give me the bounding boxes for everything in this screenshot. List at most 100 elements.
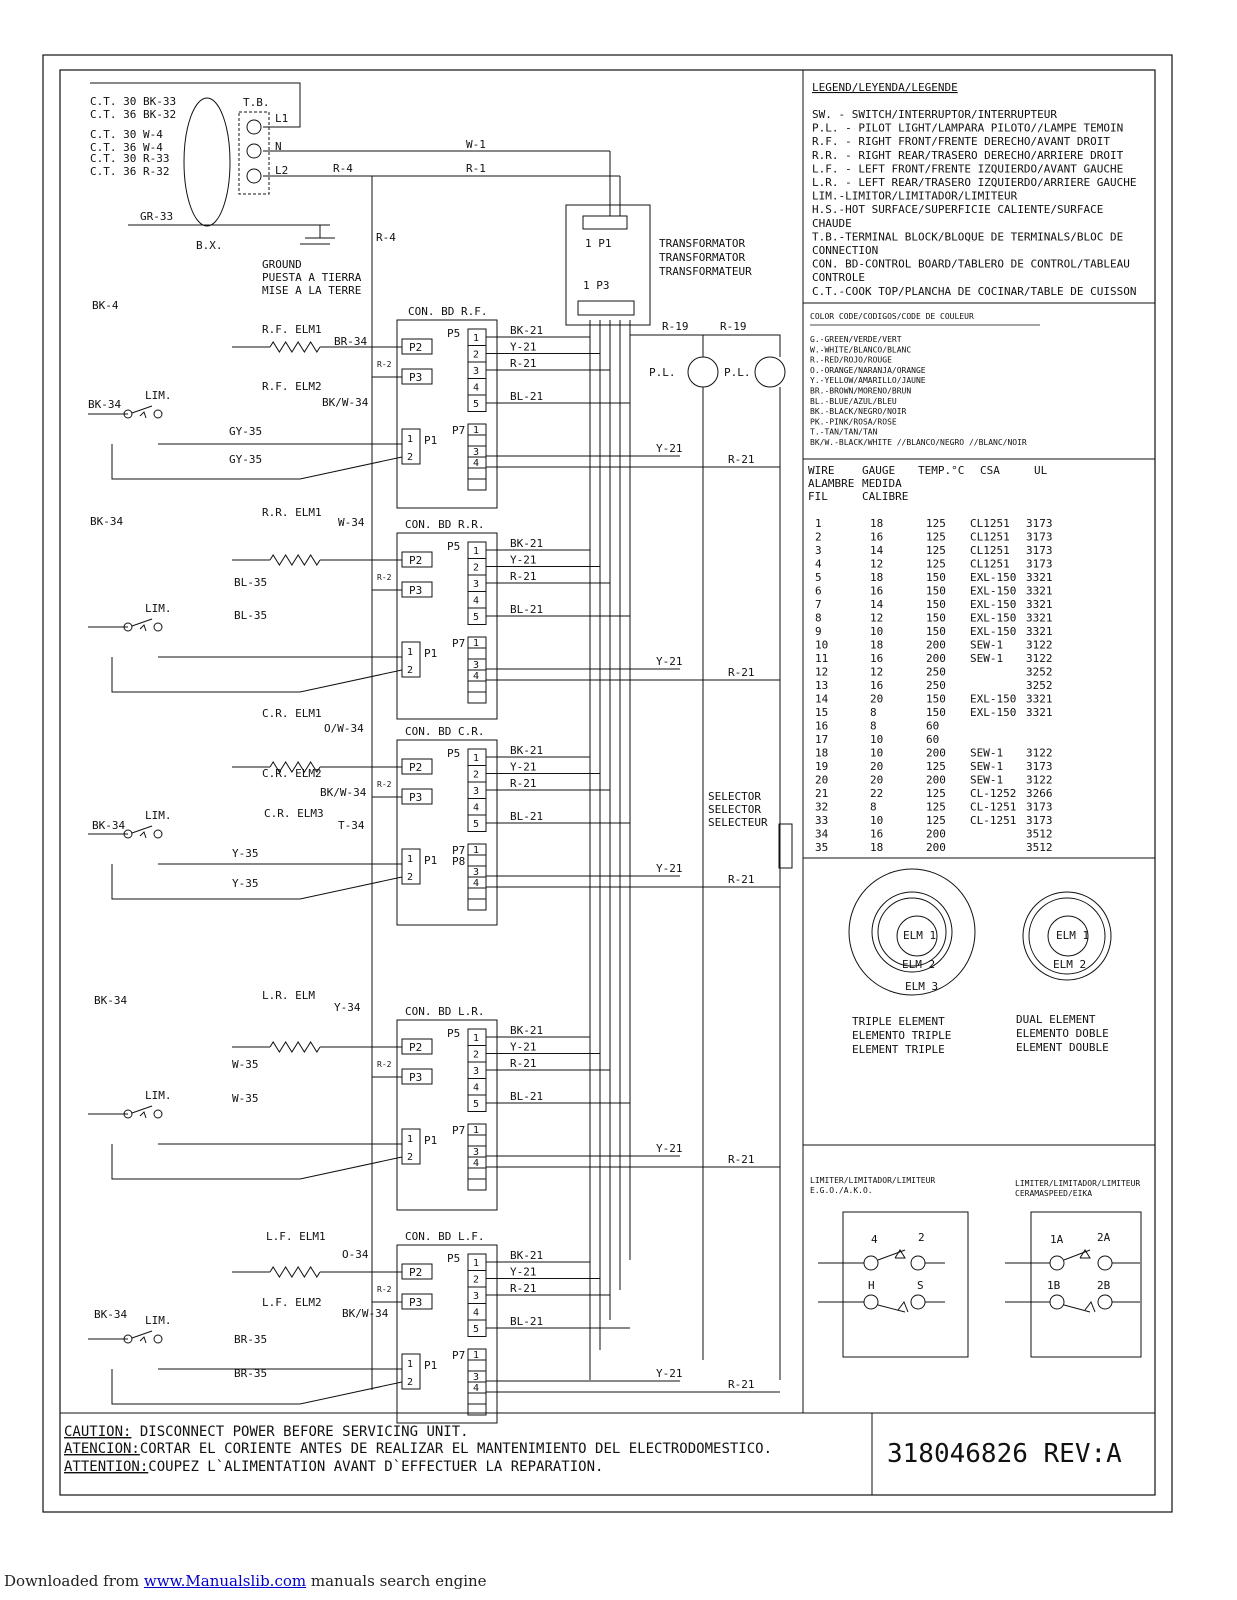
heating-element-resistor [269, 1266, 321, 1278]
pin-number: 1 [407, 1134, 413, 1145]
wire-table-header: WIRE [808, 464, 835, 477]
p7-label: P7 [452, 1124, 465, 1137]
wire-table-cell: 32 [815, 801, 828, 814]
svg-text:C.T. 36 BK-32: C.T. 36 BK-32 [90, 108, 176, 121]
wire-table-cell: 3512 [1026, 841, 1053, 854]
svg-text:ATTENTION:COUPEZ L`ALIMENTATIO: ATTENTION:COUPEZ L`ALIMENTATION AVANT D`… [64, 1459, 603, 1475]
wire-table-cell: 3173 [1026, 760, 1053, 773]
wire-label: Y-35 [232, 847, 259, 860]
wire-table-cell: SEW-1 [970, 652, 1003, 665]
svg-text:C.T. 36 W-4: C.T. 36 W-4 [90, 141, 163, 154]
heating-element-resistor [269, 341, 321, 353]
transformer: 1 P1 1 P3 TRANSFORMATOR TRANSFORMATOR TR… [565, 151, 752, 326]
wire-label: W-34 [338, 516, 365, 529]
wire-table-cell: 3321 [1026, 585, 1053, 598]
part-number: 318046826 REV:A [887, 1439, 1122, 1469]
legend-item: CONNECTION [812, 244, 878, 257]
ego-title: LIMITER/LIMITADOR/LIMITEUR [810, 1176, 935, 1185]
wire-table-cell: 3266 [1026, 787, 1053, 800]
triple-label-2: ELEMENTO TRIPLE [852, 1029, 951, 1042]
pilot-lights: P.L. P.L. R-19 R-19 [630, 320, 786, 388]
wire-table-header: FIL [808, 490, 828, 503]
triple-label-1: TRIPLE ELEMENT [852, 1015, 945, 1028]
wire-table-cell: 10 [870, 733, 883, 746]
wire-table-cell: 18 [870, 639, 883, 652]
svg-text:B.X.: B.X. [196, 239, 223, 252]
wire-label: R-21 [728, 873, 755, 886]
color-code-item: T.-TAN/TAN/TAN [810, 428, 878, 437]
p1-label: P1 [424, 647, 437, 660]
wire-table-cell: 3321 [1026, 625, 1053, 638]
wire-table-cell: 3122 [1026, 747, 1053, 760]
r2-label: R-2 [377, 1285, 392, 1294]
pin-number: 1 [473, 845, 479, 856]
wire-table-cell: 14 [870, 544, 884, 557]
wire-label: GY-35 [229, 425, 262, 438]
wire-label: R-21 [728, 666, 755, 679]
pin-number: 1 [473, 546, 479, 557]
connector-label: P3 [409, 371, 422, 384]
legend-item: R.F. - RIGHT FRONT/FRENTE DERECHO/AVANT … [812, 135, 1110, 148]
svg-text:C.T. 36 R-32: C.T. 36 R-32 [90, 165, 169, 178]
wire-table-cell: 12 [870, 612, 883, 625]
wire-table-cell: 16 [870, 531, 883, 544]
legend-item: L.R. - LEFT REAR/TRASERO IZQUIERDO/ARRIE… [812, 176, 1137, 189]
wire-table-cell: 250 [926, 666, 946, 679]
pin-number: 1 [473, 425, 479, 436]
wire-label: BK-21 [510, 537, 543, 550]
pin-number: 2 [407, 1377, 413, 1388]
pin-number: 3 [473, 1372, 479, 1383]
svg-text:TRANSFORMATOR: TRANSFORMATOR [659, 237, 745, 250]
pin-number: 5 [473, 612, 479, 623]
wire-table-cell: 35 [815, 841, 828, 854]
svg-text:GR-33: GR-33 [140, 210, 173, 223]
control-board-cr [396, 739, 498, 926]
wire-label: R-21 [728, 453, 755, 466]
pin-number: 4 [473, 803, 479, 814]
wire-table-cell: 3173 [1026, 517, 1053, 530]
wire-table-cell: SEW-1 [970, 760, 1003, 773]
wire-table-cell: CL1251 [970, 517, 1010, 530]
svg-text:TRANSFORMATEUR: TRANSFORMATEUR [659, 265, 752, 278]
wire-table-cell: 3173 [1026, 801, 1053, 814]
footer-pre: Downloaded from [4, 1572, 144, 1590]
wire-label: Y-34 [334, 1001, 361, 1014]
wire-label: R-21 [510, 1282, 537, 1295]
legend-item: R.R. - RIGHT REAR/TRASERO DERECHO/ARRIER… [812, 149, 1124, 162]
wire-table-cell: 2 [815, 531, 822, 544]
manualslib-link[interactable]: www.Manualslib.com [143, 1572, 307, 1590]
wire-label: BR-35 [234, 1333, 267, 1346]
wire-table-cell: 150 [926, 598, 946, 611]
control-board-rf [396, 319, 498, 509]
pin-number: 1 [473, 638, 479, 649]
wire-table-cell: 200 [926, 841, 946, 854]
attention-text: COUPEZ L`ALIMENTATION AVANT D`EFFECTUER … [148, 1459, 603, 1475]
r2-label: R-2 [377, 1060, 392, 1069]
wire-label: O-34 [342, 1248, 369, 1261]
wire-table-cell: 200 [926, 652, 946, 665]
eika-term-2b: 2B [1097, 1279, 1111, 1292]
svg-text:R-19: R-19 [662, 320, 689, 333]
wire-table-cell: 10 [815, 639, 828, 652]
wire-label: W-35 [232, 1092, 259, 1105]
wire-label: BK-34 [94, 994, 127, 1007]
wire-label: BK-21 [510, 1249, 543, 1262]
wire-table-cell: 20 [870, 693, 883, 706]
wire-label: Y-21 [510, 1266, 537, 1279]
wire-table-cell: CL-1252 [970, 787, 1016, 800]
connector-label: P3 [409, 584, 422, 597]
wire-table-header: CALIBRE [862, 490, 908, 503]
wire-label: Y-21 [656, 442, 683, 455]
elm2-label: ELM 2 [902, 958, 935, 971]
legend-item: CHAUDE [812, 217, 852, 230]
svg-text:GROUND: GROUND [262, 258, 302, 271]
svg-text:1 P1: 1 P1 [585, 237, 612, 250]
svg-text:N: N [275, 140, 282, 153]
wire-label: Y-21 [510, 341, 537, 354]
wire-label: BK-34 [94, 1308, 127, 1321]
connector-label: P2 [409, 1041, 422, 1054]
pin-number: 1 [473, 1125, 479, 1136]
wire-table-header: ALAMBRE [808, 477, 854, 490]
pin-number: 4 [473, 458, 479, 469]
